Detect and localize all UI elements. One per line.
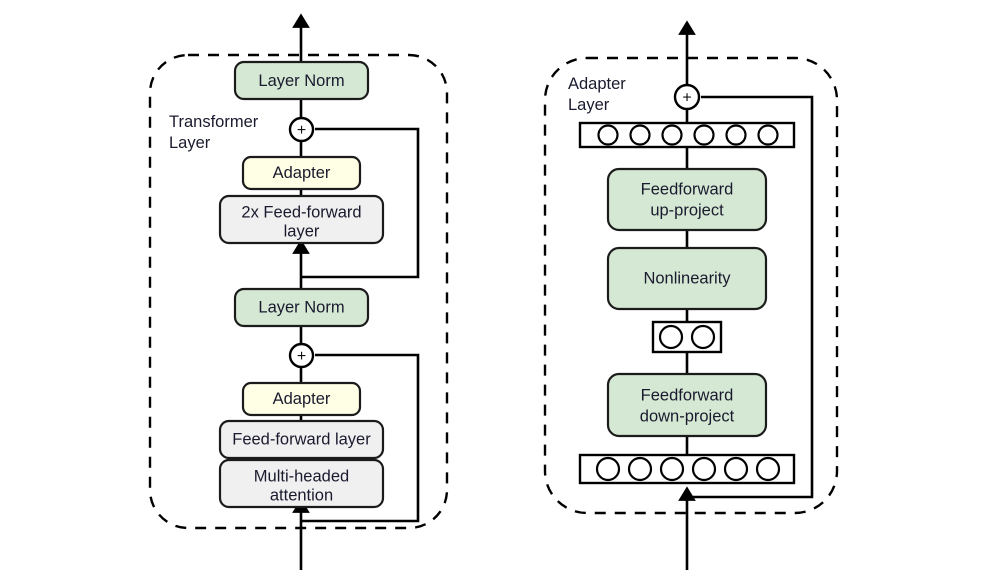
block-adapter-bottom[interactable]: Adapter bbox=[241, 381, 362, 417]
neuron-row-bottom bbox=[578, 453, 796, 485]
block-multi-headed-attention-label-line1: Multi-headed bbox=[254, 467, 349, 485]
transformer-panel-border bbox=[148, 53, 449, 530]
add-node-top[interactable]: + bbox=[288, 116, 315, 143]
adapter-nodes: + Feedforward up-project Nonl bbox=[578, 83, 796, 485]
transformer-layer-panel: Transformer Layer bbox=[148, 53, 449, 530]
skip-connection-upper bbox=[301, 127, 420, 279]
block-feedforward-up-project-label-line2: up-project bbox=[650, 201, 724, 219]
adapter-panel-border bbox=[543, 56, 839, 515]
adapter-panel-label-line1: Adapter bbox=[568, 75, 626, 93]
block-feedforward-down-project-label-line2: down-project bbox=[640, 407, 735, 425]
block-layer-norm-top-label: Layer Norm bbox=[258, 72, 344, 90]
block-feed-forward-2x-label-line1: 2x Feed-forward bbox=[241, 203, 361, 221]
block-feedforward-up-project[interactable]: Feedforward up-project bbox=[606, 167, 768, 232]
block-nonlinearity[interactable]: Nonlinearity bbox=[606, 246, 768, 311]
block-adapter-top-label: Adapter bbox=[273, 164, 331, 182]
block-layer-norm-mid-label: Layer Norm bbox=[258, 298, 344, 316]
block-layer-norm-top[interactable]: Layer Norm bbox=[233, 60, 370, 101]
block-multi-headed-attention-label-line2: attention bbox=[270, 486, 333, 504]
add-node-bottom-label: + bbox=[297, 348, 306, 365]
block-feedforward-up-project-label-line1: Feedforward bbox=[641, 180, 734, 198]
add-node-bottom[interactable]: + bbox=[288, 342, 315, 369]
block-feedforward-down-project-label-line1: Feedforward bbox=[641, 386, 734, 404]
transformer-panel-label-line1: Transformer bbox=[169, 113, 259, 131]
transformer-panel-label-line2: Layer bbox=[169, 134, 211, 152]
block-adapter-top[interactable]: Adapter bbox=[241, 155, 362, 191]
neuron-row-bottleneck bbox=[651, 320, 723, 354]
block-feed-forward-layer[interactable]: Feed-forward layer bbox=[218, 419, 385, 460]
block-adapter-bottom-label: Adapter bbox=[273, 390, 331, 408]
add-node-top-label: + bbox=[297, 122, 306, 139]
block-feed-forward-2x-label-line2: layer bbox=[284, 222, 320, 240]
block-layer-norm-mid[interactable]: Layer Norm bbox=[233, 287, 370, 328]
block-feedforward-down-project[interactable]: Feedforward down-project bbox=[606, 372, 768, 438]
adapter-skip-connection bbox=[687, 95, 814, 499]
skip-connection-lower bbox=[301, 353, 420, 523]
block-feed-forward-layer-label: Feed-forward layer bbox=[232, 430, 371, 448]
adapter-panel-label-line2: Layer bbox=[568, 96, 610, 114]
block-feed-forward-2x[interactable]: 2x Feed-forward layer bbox=[218, 194, 385, 245]
adapter-add-node[interactable]: + bbox=[673, 83, 701, 111]
block-multi-headed-attention[interactable]: Multi-headed attention bbox=[218, 458, 385, 509]
adapter-add-node-label: + bbox=[682, 90, 691, 107]
adapter-layer-panel: Adapter Layer bbox=[543, 56, 839, 515]
neuron-row-top bbox=[578, 121, 796, 149]
transformer-nodes: Layer Norm + Adapter 2x Feed-forward lay… bbox=[218, 60, 385, 509]
block-nonlinearity-label: Nonlinearity bbox=[643, 269, 731, 287]
